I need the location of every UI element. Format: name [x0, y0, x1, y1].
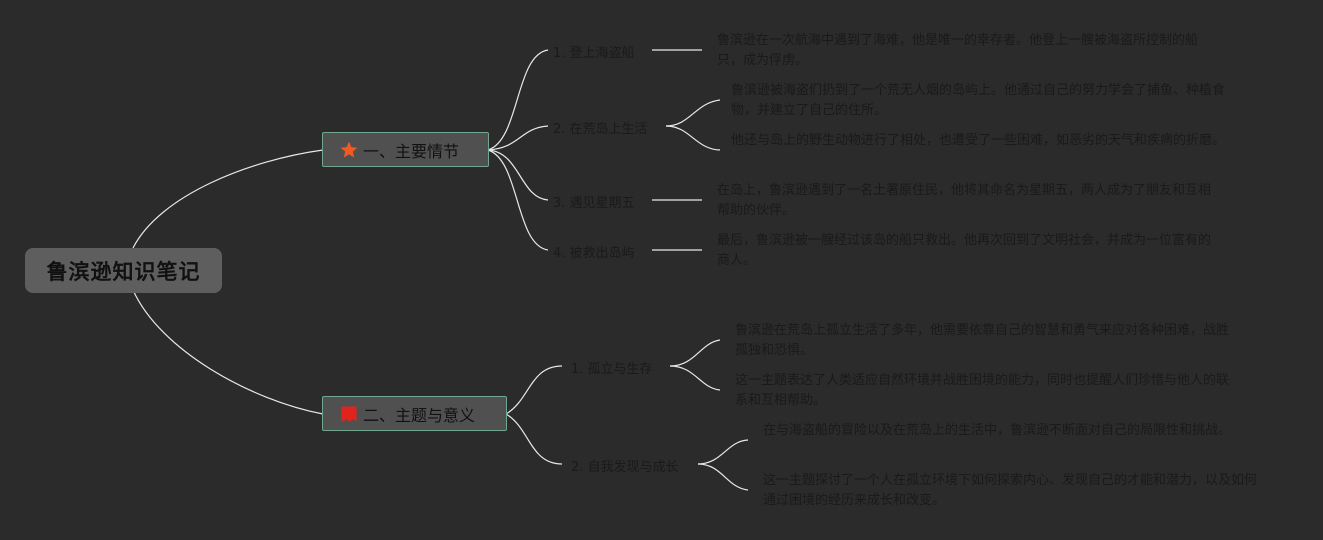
note-text[interactable]: 鲁滨逊在荒岛上孤立生活了多年，他需要依靠自己的智慧和勇气来应对各种困难，战胜孤独… [735, 323, 1230, 358]
note-text[interactable]: 最后，鲁滨逊被一艘经过该岛的船只救出。他再次回到了文明社会，并成为一位富有的商人… [717, 233, 1212, 268]
note-text[interactable]: 鲁滨逊被海盗们扔到了一个荒无人烟的岛屿上。他通过自己的努力学会了捕鱼、种植食物，… [731, 83, 1226, 118]
subtopic-meeting-friday[interactable]: 3. 遇见星期五 [553, 196, 635, 211]
note-text[interactable]: 这一主题表达了人类适应自然环境并战胜困境的能力，同时也提醒人们珍惜与他人的联系和… [735, 373, 1230, 408]
root-title: 鲁滨逊知识笔记 [46, 259, 201, 284]
note-text[interactable]: 在岛上，鲁滨逊遇到了一名土著原住民，他将其命名为星期五，两人成为了朋友和互相帮助… [717, 183, 1212, 218]
star-icon [339, 140, 359, 160]
branch-label: 一、主要情节 [363, 141, 460, 161]
root-topic[interactable]: 鲁滨逊知识笔记 [25, 248, 222, 293]
branch-main-plot[interactable]: 一、主要情节 [322, 132, 489, 167]
subtopic-boarding-pirate-ship[interactable]: 1. 登上海盗船 [553, 46, 635, 61]
branch-label: 二、主题与意义 [363, 405, 476, 425]
subtopic-self-discovery[interactable]: 2. 自我发现与成长 [571, 460, 679, 475]
subtopic-rescue[interactable]: 4. 被救出岛屿 [553, 246, 635, 261]
subtopic-isolation-survival[interactable]: 1. 孤立与生存 [571, 362, 653, 377]
note-text[interactable]: 在与海盗船的冒险以及在荒岛上的生活中，鲁滨逊不断面对自己的局限性和挑战。 [763, 423, 1232, 438]
note-text[interactable]: 这一主题探讨了一个人在孤立环境下如何探索内心、发现自己的才能和潜力，以及如何通过… [763, 473, 1258, 508]
note-text[interactable]: 他还与岛上的野生动物进行了相处，也遭受了一些困难，如恶劣的天气和疾病的折磨。 [731, 133, 1226, 148]
note-text[interactable]: 鲁滨逊在一次航海中遇到了海难，他是唯一的幸存者。他登上一艘被海盗所控制的船只，成… [717, 33, 1199, 68]
flag-icon [339, 404, 359, 424]
branch-theme[interactable]: 二、主题与意义 [322, 396, 507, 431]
subtopic-island-life[interactable]: 2. 在荒岛上生活 [553, 122, 648, 137]
